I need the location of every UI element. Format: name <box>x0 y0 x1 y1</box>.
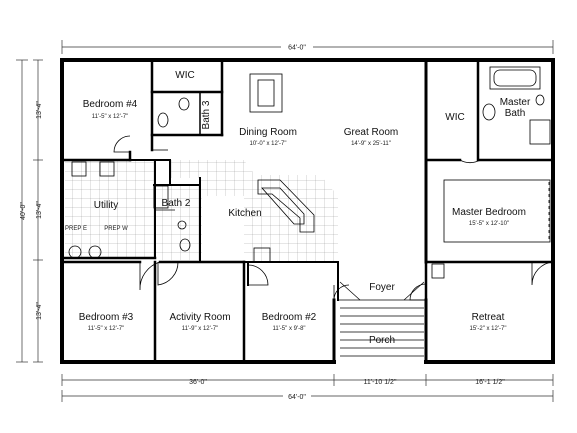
fixtures <box>68 66 551 279</box>
left-dimension-1: 13'-4" <box>36 101 43 119</box>
overall-depth-dimension: 40'-0" <box>20 202 27 220</box>
room-label-bedroom-4: Bedroom #4 <box>83 99 138 110</box>
room-label-bath-3: Bath 3 <box>201 100 212 129</box>
room-label-kitchen: Kitchen <box>228 208 261 219</box>
room-label-great-room: Great Room <box>344 127 398 138</box>
room-size-retreat: 15'-2" x 12'-7" <box>470 326 507 332</box>
room-label-bedroom-2: Bedroom #2 <box>262 312 317 323</box>
room-label-master-bath-line-2: Bath <box>505 108 526 119</box>
room-size-dining-room: 10'-0" x 12'-7" <box>250 141 287 147</box>
room-size-bedroom-4: 11'-5" x 12'-7" <box>92 114 128 120</box>
room-size-master-bedroom: 15'-5" x 12'-10" <box>469 221 509 227</box>
bottom-dimension-1: 36'-0" <box>189 379 207 386</box>
room-label-bedroom-3: Bedroom #3 <box>79 312 134 323</box>
room-label-foyer: Foyer <box>369 282 395 293</box>
room-size-bedroom-2: 11'-5" x 9'-8" <box>272 326 305 332</box>
label-prep-e: PREP E <box>65 226 87 232</box>
room-size-activity-room: 11'-9" x 12'-7" <box>182 326 218 332</box>
bottom-dimension-2: 11'-10 1/2" <box>364 379 397 386</box>
room-label-master-bath-line-1: Master <box>500 97 531 108</box>
room-label-activity-room: Activity Room <box>169 312 230 323</box>
room-size-great-room: 14'-9" x 25'-11" <box>351 141 391 147</box>
porch-stairs <box>338 281 426 357</box>
overall-width-bottom: 64'-0" <box>288 394 306 401</box>
room-label-wic-right: WIC <box>445 112 464 123</box>
door-swings <box>113 135 554 301</box>
overall-width-top: 64'-0" <box>288 45 306 52</box>
left-dimension-2: 13'-4" <box>36 201 43 219</box>
room-label-master-bedroom: Master Bedroom <box>452 207 526 218</box>
room-label-bath-2: Bath 2 <box>162 198 191 209</box>
tile-floor <box>65 160 338 262</box>
room-size-bedroom-3: 11'-5" x 12'-7" <box>88 326 124 332</box>
walls <box>60 58 555 364</box>
room-label-wic-left: WIC <box>175 70 194 81</box>
room-label-porch: Porch <box>369 335 395 346</box>
left-dimension-3: 13'-4" <box>36 302 43 320</box>
room-label-utility: Utility <box>94 200 118 211</box>
bottom-dimension-3: 16'-1 1/2" <box>475 379 505 386</box>
label-prep-w: PREP W <box>104 226 128 232</box>
room-label-retreat: Retreat <box>472 312 505 323</box>
room-label-dining-room: Dining Room <box>239 127 297 138</box>
